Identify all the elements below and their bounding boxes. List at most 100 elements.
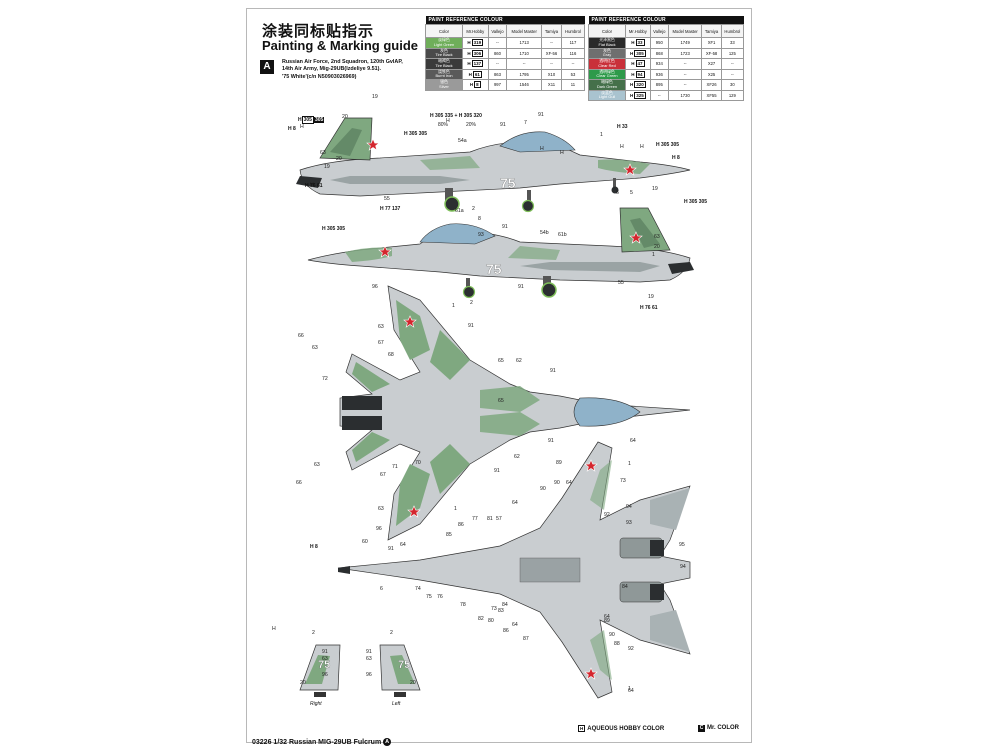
callout-number: 55 [384,196,390,202]
callout-number: 74 [415,586,421,592]
callout-number: 91 [494,468,500,474]
aqueous-box: H [578,725,586,732]
callout-number: 72 [322,376,328,382]
callout-number: 84 [622,584,628,590]
percent-label: 20% [466,122,477,128]
callout-number: 20 [654,244,660,250]
callout-number: 64 [566,480,572,486]
callout-number: 64 [400,542,406,548]
side-view-right: 75 [307,207,694,299]
callout-number: 62 [516,358,522,364]
callout-number: 91 [538,112,544,118]
callout-number: H [272,626,276,632]
callout-number: 91 [322,649,328,655]
callout-number: 86 [503,628,509,634]
hcode-label: H 76 61 [305,183,323,189]
legend-mr-label: Mr. COLOR [707,725,740,731]
callout-number: 92 [604,512,610,518]
callout-number: 87 [523,636,529,642]
callout-number: 64 [512,622,518,628]
callout-number: H [540,146,544,152]
callout-number: 64 [630,438,636,444]
callout-number: 89 [556,460,562,466]
hcode-label: H 33 [617,124,628,130]
page-title-chinese: 涂装同标贴指示 [262,23,375,40]
fin-caption-left: Left [392,701,401,707]
aircraft-number: 75 [398,659,410,671]
col-header: Color [588,24,626,38]
callout-number: 92 [628,646,634,652]
callout-number: 54b [540,230,549,236]
callout-number: 54a [458,138,467,144]
callout-number: 65 [498,358,504,364]
side-view-left: 75 [296,117,691,213]
callout-number: 67 [378,340,384,346]
callout-number: 1 [600,132,603,138]
callout-number: 94 [680,564,686,570]
footer-caption: 03226 1/32 Russian MIG-29UB Fulcrum A [252,738,392,746]
humbrol-code: 129 [720,89,745,101]
callout-number: 83 [498,608,504,614]
callout-number: 90 [554,480,560,486]
callout-number: H [620,144,624,150]
aircraft-number: 75 [500,175,516,191]
callout-number: 66 [298,333,304,339]
callout-number: 90 [540,486,546,492]
scheme-description: Russian Air Force, 2nd Squadron, 120th G… [282,59,422,81]
col-header: Mr.Hobby [462,24,489,38]
callout-number: 78 [460,602,466,608]
callout-number: 71 [392,464,398,470]
hcode-label: H 76 61 [640,305,658,311]
hcode-label: H 305 335 + H 305 320 [430,113,482,119]
mr-color-box: C [698,725,705,732]
legend-aqueous-label: AQUEOUS HOBBY COLOR [587,726,665,732]
callout-number: 95 [679,542,685,548]
humbrol-code: 11 [560,79,586,91]
scheme-line: Russian Air Force, 2nd Squadron, 120th G… [282,59,403,65]
callout-number: 91 [548,438,554,444]
callout-number: 68 [388,352,394,358]
fin-right: 75 [299,644,341,697]
callout-number: 91 [518,284,524,290]
callout-number: 20 [300,680,306,686]
callout-number: 73 [491,606,497,612]
callout-number: H [300,124,304,130]
fin-caption-right: Right [310,701,322,707]
callout-number: 1 [628,686,631,692]
callout-number: 80 [488,618,494,624]
callout-number: 57 [496,516,502,522]
callout-number: 1 [628,461,631,467]
callout-number: H [640,144,644,150]
callout-number: 96 [376,526,382,532]
col-header: Model Master [506,24,543,38]
callout-number: 61a [455,208,464,214]
callout-number: 90 [609,632,615,638]
callout-number: 63 [320,150,326,156]
hcode-label: H 305 305 [656,142,680,148]
callout-number: 63 [654,234,660,240]
callout-number: 65 [498,398,504,404]
hcode-label: H 305 305 [404,131,428,137]
callout-number: 6 [616,190,619,196]
callout-number: H [446,118,450,124]
callout-number: 2 [312,630,315,636]
callout-number: 1 [452,303,455,309]
callout-number: 2 [470,300,473,306]
callout-number: 63 [366,656,372,662]
callout-number: 75 [426,594,432,600]
hcode-label: H 305 305 [684,199,708,205]
callout-number: 91 [388,546,394,552]
callout-number: 19 [324,164,330,170]
callout-number: 81 [487,516,493,522]
callout-number: 66 [296,480,302,486]
fin-left: 75 [379,644,421,697]
aircraft-number: 75 [318,659,330,671]
